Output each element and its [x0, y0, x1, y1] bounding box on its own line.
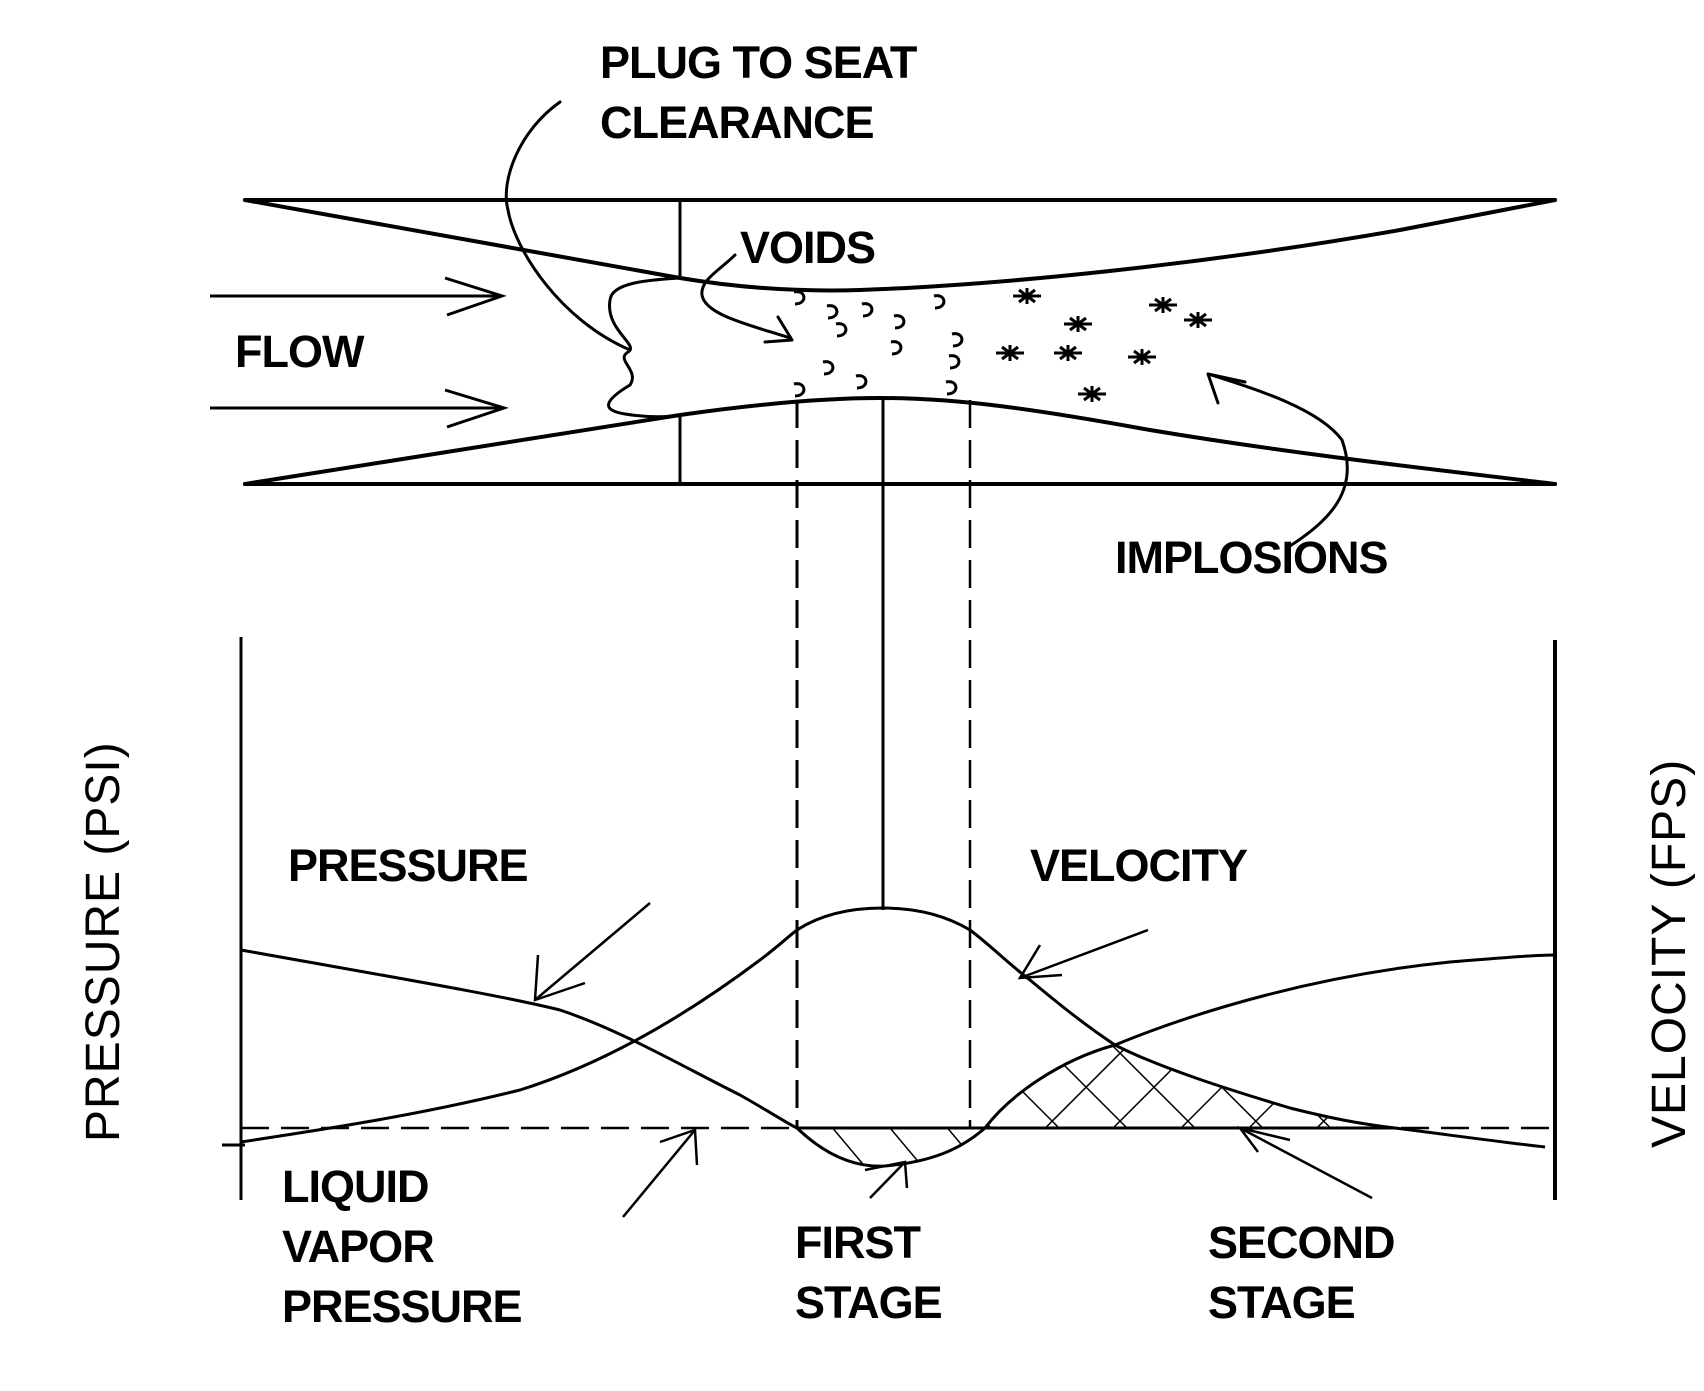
first-stage-hatch	[797, 1128, 985, 1167]
small-bubble-icon	[855, 374, 868, 390]
right-arrow-icon	[210, 276, 507, 317]
voids-leader	[700, 253, 792, 340]
pressure-pointer-arrow	[533, 902, 651, 1002]
second-stage-pointer-arrow	[1236, 1125, 1373, 1200]
second-stage-line-2: STAGE	[1208, 1277, 1356, 1328]
y-axis-left-label: PRESSURE (PSI)	[77, 741, 130, 1142]
first-stage-line-1: FIRST	[795, 1217, 921, 1268]
small-bubble-icon	[893, 314, 906, 330]
velocity-curve	[240, 906, 1546, 1149]
second-stage-line-1: SECOND	[1208, 1217, 1396, 1268]
burst-star-icon	[1128, 349, 1156, 365]
flow-arrows	[210, 276, 509, 429]
small-bubble-icon	[933, 294, 946, 310]
small-bubble-icon	[948, 354, 961, 370]
small-bubble-icon	[951, 332, 964, 348]
plug-to-seat-label: PLUG TO SEAT CLEARANCE	[600, 33, 917, 153]
first-stage-pointer-arrow	[864, 1160, 909, 1199]
clearance-bulge	[607, 276, 682, 419]
pressure-curve-label: PRESSURE	[288, 840, 529, 891]
burst-star-icon	[1184, 312, 1212, 328]
implosions-label: IMPLOSIONS	[1115, 532, 1389, 583]
burst-star-icon	[1013, 288, 1041, 304]
small-bubble-icon	[793, 290, 806, 306]
upper-flow-contour	[243, 198, 1557, 293]
vapor-pressure-pointer-arrow	[622, 1128, 699, 1218]
small-bubble-icon	[793, 382, 806, 398]
voids-arrowhead	[763, 315, 794, 344]
burst-star-icon	[996, 345, 1024, 361]
implosions-arrowhead	[1206, 372, 1247, 405]
small-bubble-icon	[822, 360, 835, 376]
right-arrow-icon	[210, 388, 509, 429]
small-bubble-icon	[835, 322, 848, 338]
lvp-line-2: VAPOR	[282, 1221, 435, 1272]
velocity-pointer-arrow	[1017, 928, 1149, 980]
small-bubble-icon	[861, 302, 874, 318]
first-stage-line-2: STAGE	[795, 1277, 943, 1328]
lvp-line-3: PRESSURE	[282, 1281, 523, 1332]
small-bubble-icon	[826, 304, 839, 320]
plug-to-seat-line-1: PLUG TO SEAT	[600, 37, 917, 88]
flow-label: FLOW	[235, 326, 364, 377]
burst-star-icon	[1064, 316, 1092, 332]
plug-to-seat-line-2: CLEARANCE	[600, 97, 875, 148]
lvp-line-1: LIQUID	[282, 1161, 429, 1212]
plug-to-seat-leader	[504, 100, 632, 352]
valve-body	[243, 100, 1557, 548]
burst-star-icon	[1054, 345, 1082, 361]
small-bubble-icon	[945, 380, 958, 396]
lower-flow-contour	[243, 395, 1557, 486]
second-stage-label: SECOND STAGE	[1208, 1213, 1396, 1333]
voids-markers	[793, 290, 964, 398]
small-bubble-icon	[890, 340, 903, 356]
pressure-velocity-chart	[222, 398, 1557, 1218]
first-stage-label: FIRST STAGE	[795, 1213, 943, 1333]
voids-label: VOIDS	[740, 222, 876, 273]
burst-star-icon	[1078, 386, 1106, 402]
burst-star-icon	[1149, 297, 1177, 313]
velocity-curve-label: VELOCITY	[1030, 840, 1248, 891]
y-axis-right-label: VELOCITY (FPS)	[1643, 758, 1696, 1148]
liquid-vapor-pressure-label: LIQUID VAPOR PRESSURE	[282, 1157, 523, 1337]
implosion-markers	[996, 288, 1212, 402]
implosions-leader	[1206, 372, 1349, 548]
